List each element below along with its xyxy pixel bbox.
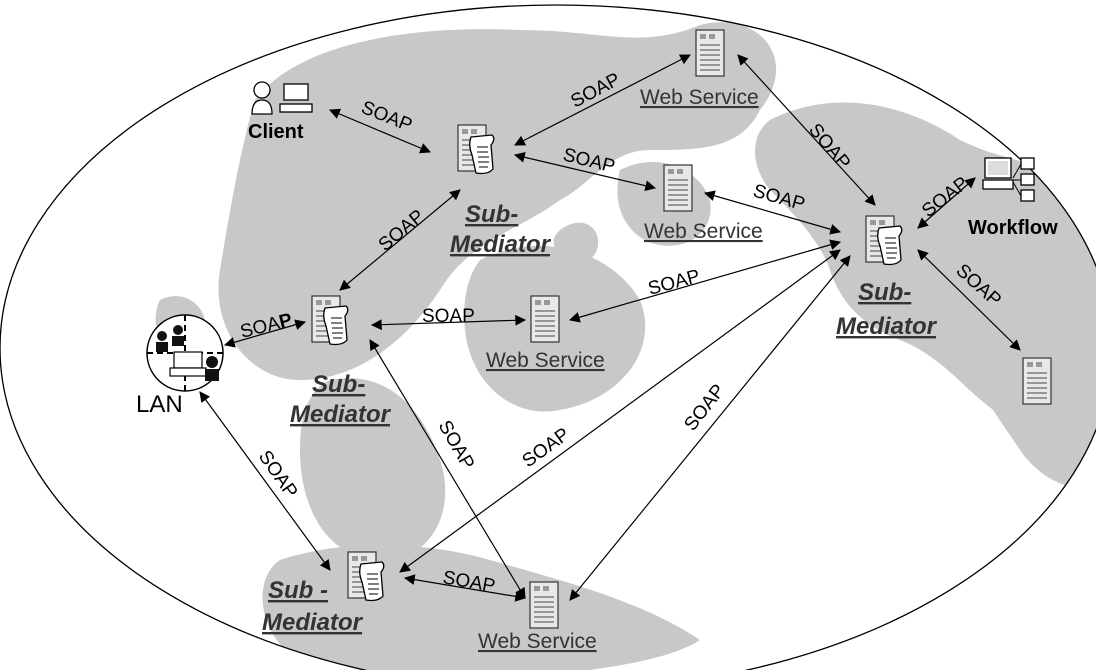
link-submed4-ws4 <box>403 574 527 602</box>
workflow-label: Workflow <box>968 217 1058 239</box>
dash-label: - <box>903 279 911 306</box>
link-submed1-ws1 <box>514 54 691 146</box>
link-submed2-ws4 <box>369 339 526 599</box>
web-service-label: Web Service <box>478 630 597 653</box>
link-ws1-submed3 <box>737 54 876 206</box>
link-submed3-ws4 <box>569 255 851 601</box>
sub-label: Sub <box>858 279 903 306</box>
web-service-1: Web Service <box>640 29 759 109</box>
link-lan-submed4 <box>199 391 331 571</box>
mediator-label: Mediator <box>262 609 364 636</box>
link-submed2-ws3 <box>370 314 527 331</box>
soap-label: SOAP <box>254 447 301 502</box>
soap-label: SOAP <box>422 306 475 327</box>
soap-label: SOAP <box>646 266 702 300</box>
sub-label: Sub <box>268 577 313 604</box>
lan-cluster-icon <box>146 314 224 392</box>
workflow-node: Workflow <box>968 157 1058 239</box>
lan-node: LAN <box>136 314 224 418</box>
computer-icon <box>279 83 313 113</box>
sub-label: Sub <box>465 201 510 228</box>
connections <box>199 54 1021 602</box>
world-map-background <box>155 22 1096 670</box>
dash-label: - <box>357 371 365 398</box>
soap-label: SOAP <box>680 381 729 436</box>
sub-mediator-4: Sub - Mediator <box>262 552 384 636</box>
mediator-label: Mediator <box>450 231 552 258</box>
lan-label: LAN <box>136 391 183 418</box>
mediator-label: Mediator <box>836 313 938 340</box>
link-client-submed1 <box>329 108 431 154</box>
link-submed1-ws2 <box>513 151 657 192</box>
web-service-label: Web Service <box>640 86 759 109</box>
link-workflow-submed3 <box>917 177 976 229</box>
web-service-label: Web Service <box>486 349 605 372</box>
network-boundary-oval <box>0 4 1096 670</box>
sub-mediator-label: Sub- <box>312 371 365 398</box>
sub-mediator-label: Sub- <box>858 279 911 306</box>
mediator-label: Mediator <box>290 401 392 428</box>
client-label: Client <box>248 121 304 143</box>
web-service-2: Web Service <box>644 164 763 243</box>
sub-mediator-label: Sub - <box>268 577 328 604</box>
sub-mediator-label: Sub- <box>465 201 518 228</box>
dash-label: - <box>510 201 518 228</box>
user-icon <box>251 81 273 115</box>
link-ws2-submed3 <box>703 190 842 235</box>
workstation-icon <box>982 157 1035 202</box>
sub-label: Sub <box>312 371 357 398</box>
sub-mediator-3: Sub- Mediator <box>836 216 938 340</box>
dash-label: - <box>313 577 328 604</box>
client-node: Client <box>248 81 313 143</box>
web-service-4: Web Service <box>478 581 597 653</box>
web-service-label: Web Service <box>644 220 763 243</box>
server-east <box>1022 357 1052 405</box>
sub-mediator-1: Sub- Mediator <box>450 125 552 258</box>
link-submed3-server <box>917 249 1021 351</box>
link-lan-submed2 <box>223 319 307 348</box>
sub-mediator-2: Sub- Mediator <box>290 296 392 428</box>
soap-label-lan-suffix: P <box>277 310 295 334</box>
link-submed1-submed2 <box>339 189 461 291</box>
web-service-3: Web Service <box>486 295 605 372</box>
